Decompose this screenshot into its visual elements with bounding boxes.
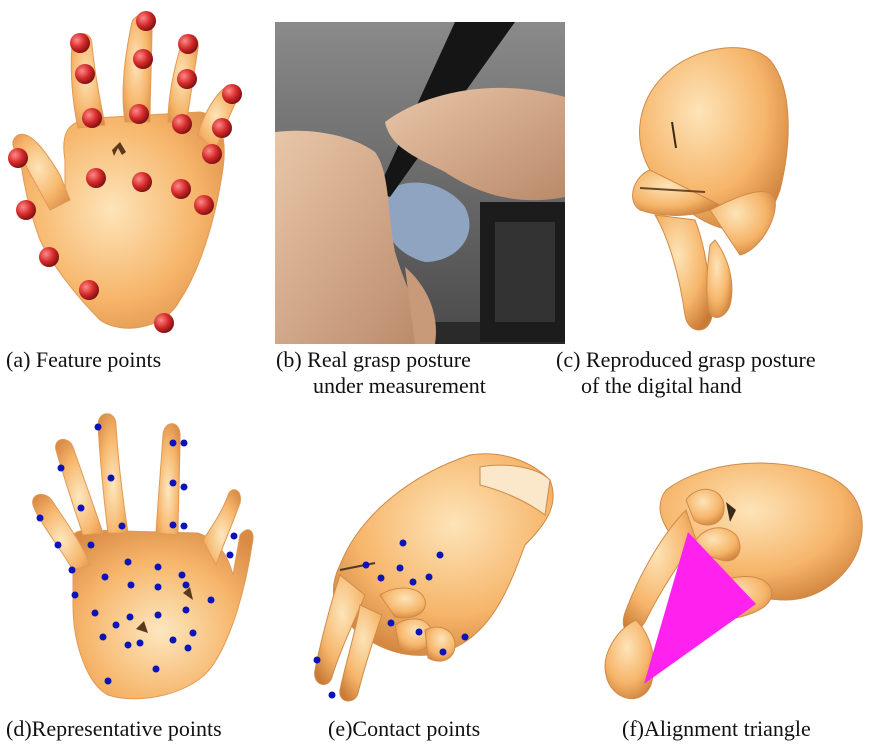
caption-d: (d)Representative points <box>6 716 222 742</box>
caption-e-line-1: (e)Contact points <box>328 716 480 742</box>
feature-point <box>82 108 102 128</box>
representative-point <box>208 597 215 604</box>
representative-point <box>170 637 177 644</box>
feature-point <box>39 247 59 267</box>
panel-c-image <box>610 40 830 340</box>
representative-point <box>170 440 177 447</box>
grasp-photo <box>275 22 565 344</box>
feature-point <box>75 64 95 84</box>
feature-point <box>133 49 153 69</box>
contact-point <box>426 574 433 581</box>
representative-point <box>37 515 44 522</box>
representative-point <box>181 523 188 530</box>
feature-point <box>222 84 242 104</box>
representative-point <box>227 552 234 559</box>
caption-b: (b) Real grasp posture under measurement <box>276 347 486 399</box>
contact-point <box>329 692 336 699</box>
representative-point <box>183 582 190 589</box>
caption-b-line-2: under measurement <box>276 373 486 399</box>
representative-point <box>72 592 79 599</box>
feature-point <box>212 118 232 138</box>
representative-point <box>113 622 120 629</box>
hand-with-alignment-triangle <box>596 450 872 712</box>
hand-with-contact-points <box>300 445 560 705</box>
contact-point <box>400 540 407 547</box>
representative-point <box>153 666 160 673</box>
representative-point <box>155 564 162 571</box>
representative-point <box>108 475 115 482</box>
contact-point <box>440 649 447 656</box>
feature-point <box>16 200 36 220</box>
representative-point <box>128 582 135 589</box>
contact-point <box>378 575 385 582</box>
caption-a: (a) Feature points <box>6 347 161 373</box>
representative-point <box>78 505 85 512</box>
feature-point <box>154 313 174 333</box>
contact-point <box>462 634 469 641</box>
panel-d-image <box>28 405 258 705</box>
caption-a-line-1: (a) Feature points <box>6 347 161 373</box>
representative-point <box>105 678 112 685</box>
representative-point <box>69 567 76 574</box>
caption-e: (e)Contact points <box>328 716 480 742</box>
representative-point <box>181 440 188 447</box>
feature-point <box>171 179 191 199</box>
panel-a-image <box>0 0 250 340</box>
representative-point <box>231 533 238 540</box>
digital-hand-grasp <box>610 40 830 340</box>
feature-point <box>70 33 90 53</box>
panel-e-image <box>300 445 560 705</box>
feature-point <box>172 114 192 134</box>
representative-point <box>100 634 107 641</box>
hand-with-feature-points <box>0 0 250 340</box>
hand-with-representative-points <box>28 405 258 705</box>
representative-point <box>58 465 65 472</box>
contact-point <box>416 629 423 636</box>
representative-point <box>190 630 197 637</box>
feature-point <box>8 148 28 168</box>
caption-f-line-1: (f)Alignment triangle <box>622 716 811 742</box>
caption-d-line-1: (d)Representative points <box>6 716 222 742</box>
representative-point <box>92 610 99 617</box>
contact-point <box>437 552 444 559</box>
contact-point <box>388 620 395 627</box>
representative-point <box>181 484 188 491</box>
feature-point <box>132 172 152 192</box>
representative-point <box>95 424 102 431</box>
representative-point <box>127 614 134 621</box>
feature-point <box>136 11 156 31</box>
representative-point <box>102 574 109 581</box>
feature-point <box>86 168 106 188</box>
caption-c-line-1: (c) Reproduced grasp posture <box>556 347 816 373</box>
representative-point <box>170 480 177 487</box>
representative-point <box>119 523 126 530</box>
representative-point <box>55 542 62 549</box>
feature-point <box>202 144 222 164</box>
feature-point <box>194 195 214 215</box>
representative-point <box>88 542 95 549</box>
contact-point <box>397 565 404 572</box>
feature-point <box>177 69 197 89</box>
caption-c: (c) Reproduced grasp posture of the digi… <box>556 347 816 399</box>
representative-point <box>125 559 132 566</box>
panel-f-image <box>596 450 872 712</box>
contact-point <box>410 579 417 586</box>
panel-b-photo <box>275 22 565 344</box>
contact-point <box>314 657 321 664</box>
representative-point <box>125 642 132 649</box>
feature-point <box>79 280 99 300</box>
contact-point <box>363 562 370 569</box>
caption-b-line-1: (b) Real grasp posture <box>276 347 486 373</box>
feature-point <box>178 34 198 54</box>
representative-point <box>170 522 177 529</box>
feature-point <box>129 104 149 124</box>
caption-c-line-2: of the digital hand <box>556 373 816 399</box>
representative-point <box>137 640 144 647</box>
representative-point <box>155 612 162 619</box>
representative-point <box>155 584 162 591</box>
representative-point <box>179 572 186 579</box>
representative-point <box>183 607 190 614</box>
caption-f: (f)Alignment triangle <box>622 716 811 742</box>
representative-point <box>185 645 192 652</box>
